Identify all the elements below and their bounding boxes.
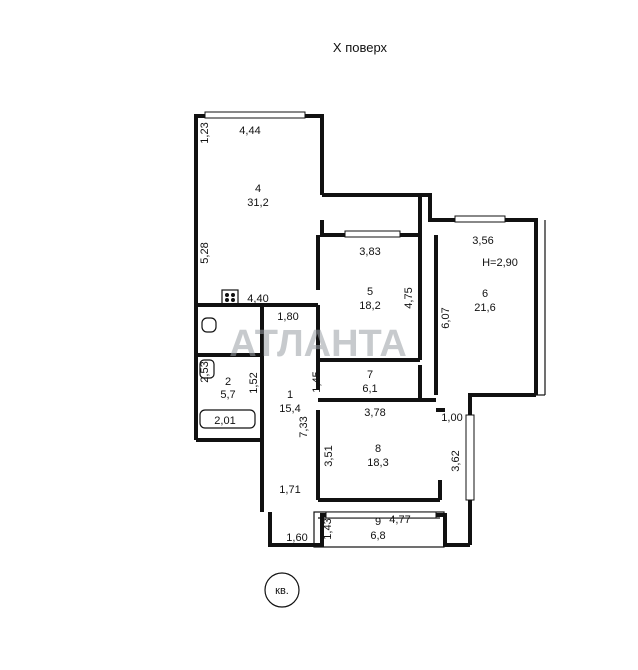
- dim-4-77: 4,77: [389, 514, 410, 526]
- room-4-number: 4: [255, 183, 261, 195]
- room-9-area: 6,8: [370, 530, 385, 542]
- dim-1-71: 1,71: [279, 484, 300, 496]
- fixtures: [199, 289, 256, 429]
- dim-1-00: 1,00: [441, 412, 462, 424]
- apartment-badge-label: кв.: [275, 585, 289, 597]
- room-7-number: 7: [367, 369, 373, 381]
- room-8-number: 8: [375, 443, 381, 455]
- room-5-number: 5: [367, 286, 373, 298]
- dim-7-33: 7,33: [298, 416, 310, 437]
- dim-2-53: 2,53: [199, 361, 211, 382]
- dimension-labels: 4,44 1,23 5,28 4,40 1,80 2,53 1,52 2,01 …: [199, 122, 518, 544]
- room-1-area: 15,4: [279, 403, 300, 415]
- floor-title: X поверх: [333, 40, 388, 55]
- height-note: Н=2,90: [482, 257, 518, 269]
- apartment-badge: кв.: [264, 572, 300, 608]
- dim-5-28: 5,28: [199, 242, 211, 263]
- dim-1-43: 1,43: [322, 518, 334, 539]
- room-1-number: 1: [287, 389, 293, 401]
- room-6-number: 6: [482, 288, 488, 300]
- room-6-area: 21,6: [474, 302, 495, 314]
- room-8-area: 18,3: [367, 457, 388, 469]
- room-2-area: 5,7: [220, 389, 235, 401]
- dim-4-40: 4,40: [247, 293, 268, 305]
- dim-4-44: 4,44: [239, 125, 260, 137]
- dim-3-56: 3,56: [472, 235, 493, 247]
- dim-6-07: 6,07: [440, 307, 452, 328]
- room-4-area: 31,2: [247, 197, 268, 209]
- dim-1-23: 1,23: [199, 122, 211, 143]
- dim-1-80: 1,80: [277, 311, 298, 323]
- room-9-number: 9: [375, 516, 381, 528]
- room-7-area: 6,1: [362, 383, 377, 395]
- room-5-area: 18,2: [359, 300, 380, 312]
- walls: [194, 111, 546, 548]
- dim-1-60: 1,60: [286, 532, 307, 544]
- room-labels: 4 31,2 5 18,2 6 21,6 7 6,1 8 18,3 9 6,8 …: [220, 183, 495, 542]
- dim-2-01: 2,01: [214, 415, 235, 427]
- room-2-number: 2: [225, 376, 231, 388]
- dim-3-83: 3,83: [359, 246, 380, 258]
- watermark: АТЛАНТА: [229, 323, 407, 365]
- dim-3-62: 3,62: [450, 450, 462, 471]
- dim-3-78: 3,78: [364, 407, 385, 419]
- dim-1-52: 1,52: [248, 372, 260, 393]
- dim-4-75: 4,75: [403, 287, 415, 308]
- dim-1-45: 1,45: [311, 371, 323, 392]
- dim-3-51: 3,51: [323, 445, 335, 466]
